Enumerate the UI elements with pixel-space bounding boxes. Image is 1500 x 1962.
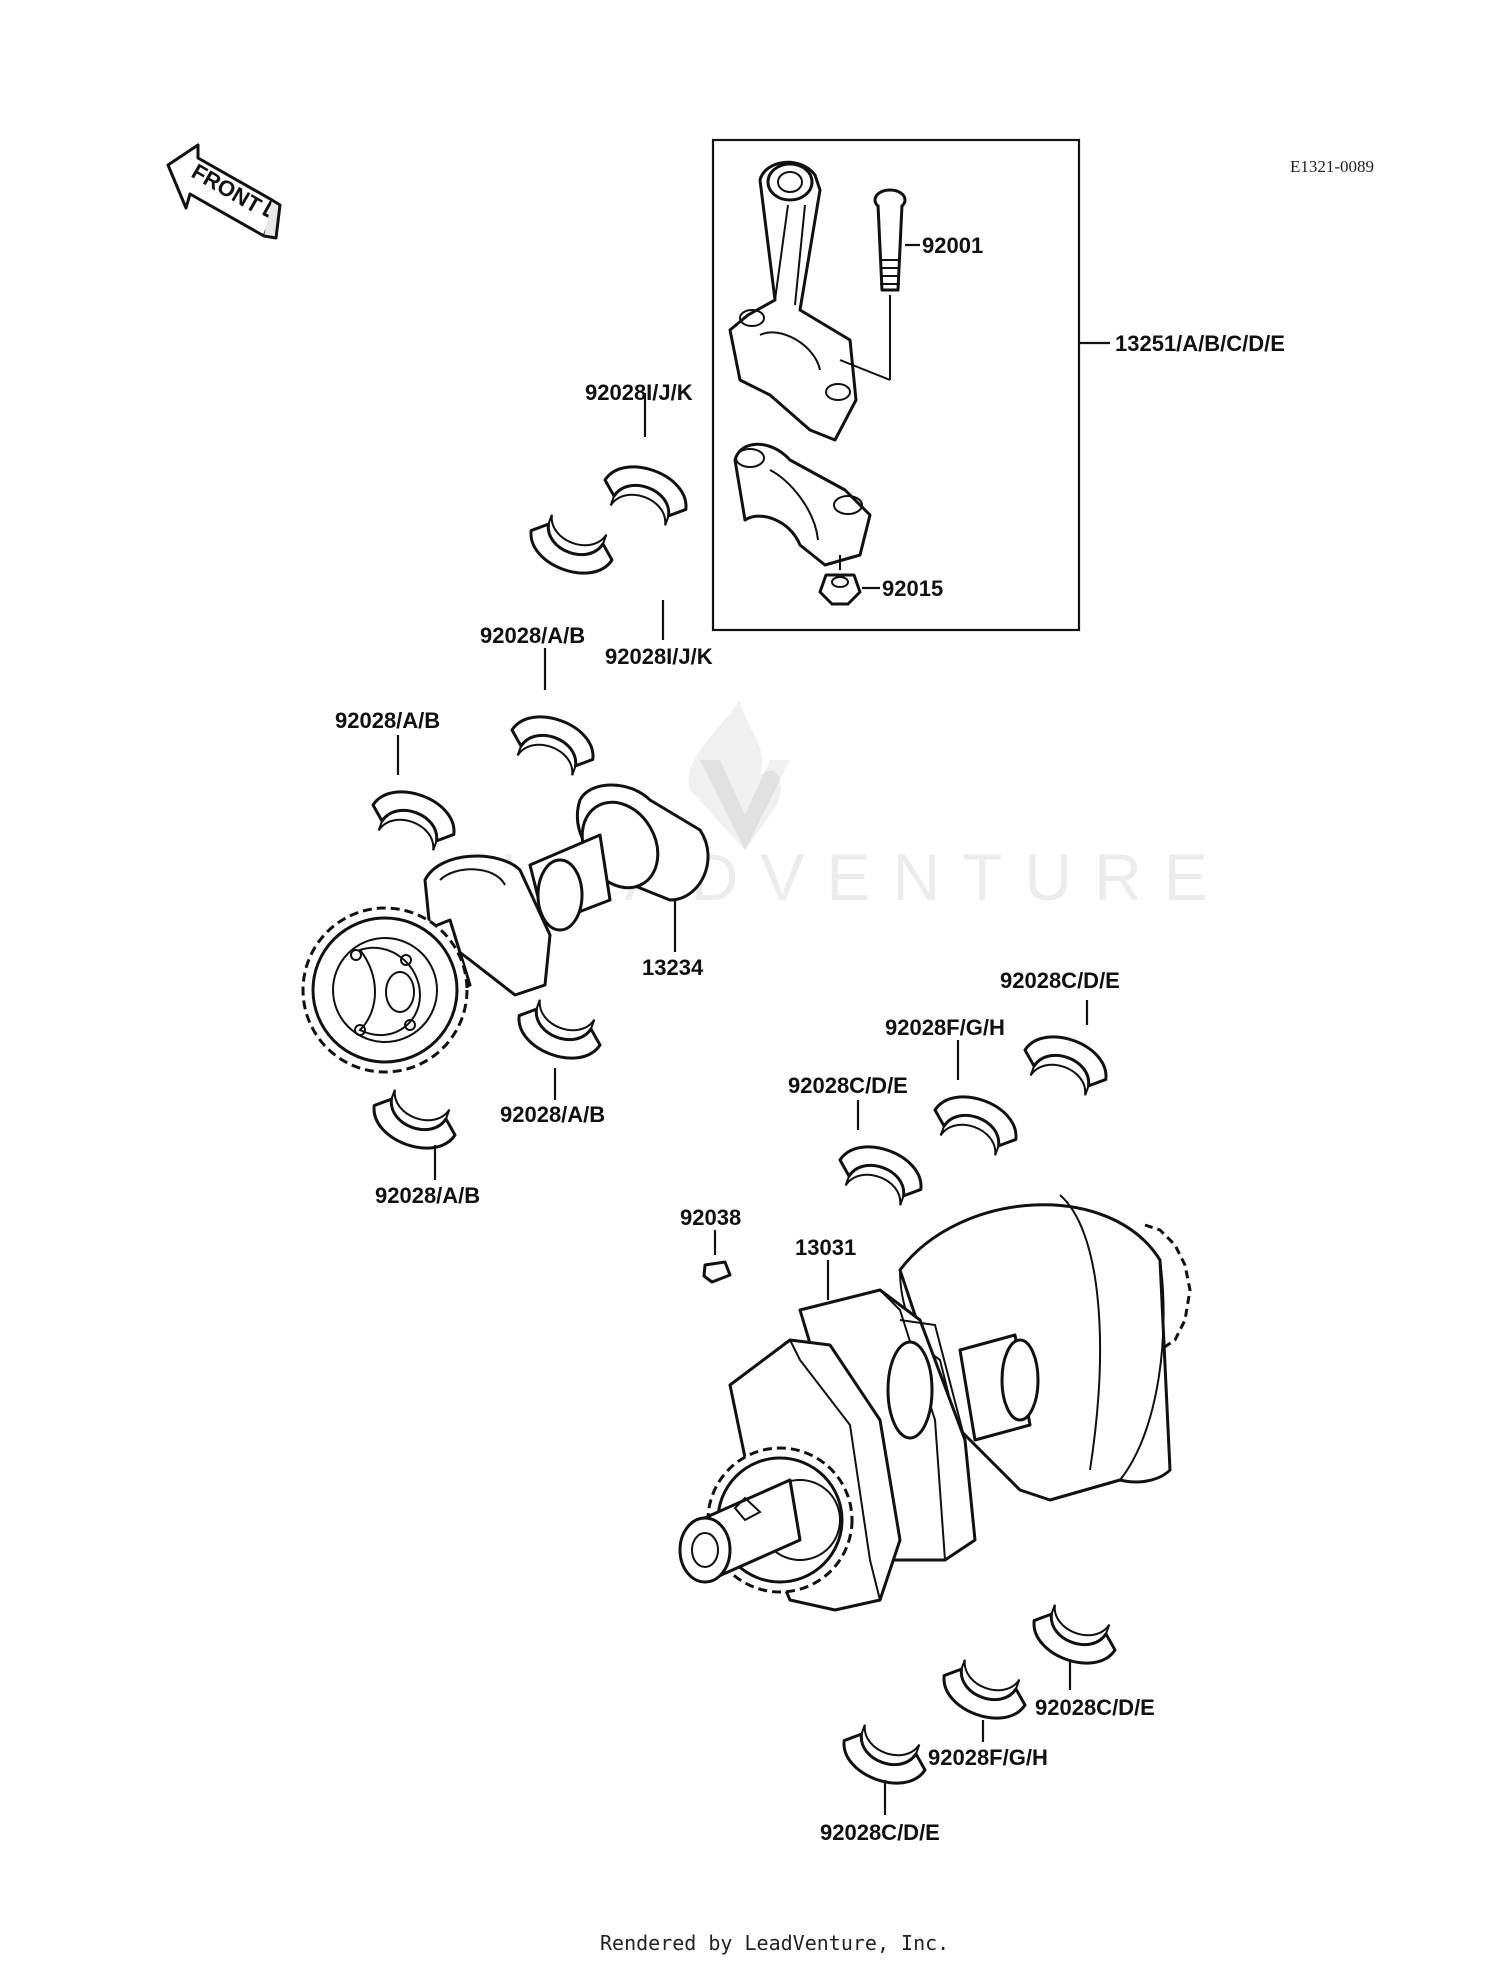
balancer-bearing-3: 92028/A/B — [500, 993, 610, 1127]
rod-bearing-lower: 92028I/J/K — [520, 508, 713, 669]
crankshaft: 13031 — [678, 1194, 1192, 1612]
label-main-bearing-lower-3: 92028C/D/E — [820, 1820, 940, 1845]
label-key: 92038 — [680, 1205, 741, 1230]
label-92001: 92001 — [922, 233, 983, 258]
label-balancer-bearing-3: 92028/A/B — [500, 1102, 605, 1127]
balancer-gear — [301, 906, 469, 1074]
connecting-rod-box: 13251/A/B/C/D/E 92001 — [711, 138, 1285, 632]
label-92015: 92015 — [882, 576, 943, 601]
main-bearing-upper-1: 92028C/D/E — [1000, 968, 1120, 1102]
label-balancer-bearing-2: 92028/A/B — [335, 708, 440, 733]
main-bearing-lower-3: 92028C/D/E — [820, 1718, 940, 1845]
label-balancer-bearing-4: 92028/A/B — [375, 1183, 480, 1208]
connecting-rod — [728, 160, 858, 442]
label-main-bearing-lower-1: 92028C/D/E — [1035, 1695, 1155, 1720]
main-bearing-upper-3: 92028C/D/E — [788, 1073, 932, 1212]
label-main-bearing-upper-2: 92028F/G/H — [885, 1015, 1005, 1040]
balancer-bearing-1: 92028/A/B — [480, 623, 604, 782]
label-main-bearing-upper-1: 92028C/D/E — [1000, 968, 1120, 993]
rod-bolt: 92001 — [839, 188, 983, 381]
label-rod-bearing-top: 92028I/J/K — [585, 380, 693, 405]
box-label: 13251/A/B/C/D/E — [1115, 331, 1285, 356]
crank-key: 92038 — [680, 1205, 741, 1284]
label-balancer-bearing-1: 92028/A/B — [480, 623, 585, 648]
label-crankshaft: 13031 — [795, 1235, 856, 1260]
main-bearing-lower-1: 92028C/D/E — [1023, 1598, 1155, 1720]
balancer-shaft: 13234 — [301, 783, 710, 1074]
rod-nut: 92015 — [818, 555, 943, 606]
label-rod-bearing-bottom: 92028I/J/K — [605, 644, 713, 669]
front-arrow-icon: FRONT — [166, 143, 282, 240]
assembly-frame — [711, 138, 1081, 632]
main-bearing-upper-2: 92028F/G/H — [885, 1015, 1027, 1162]
footer-credit: Rendered by LeadVenture, Inc. — [600, 1931, 949, 1955]
label-main-bearing-upper-3: 92028C/D/E — [788, 1073, 908, 1098]
main-bearing-lower-2: 92028F/G/H — [928, 1653, 1048, 1770]
rod-bearing-upper: 92028I/J/K — [585, 380, 697, 532]
drawing-code: E1321-0089 — [1290, 157, 1374, 176]
balancer-bearing-2: 92028/A/B — [335, 708, 465, 857]
label-main-bearing-lower-2: 92028F/G/H — [928, 1745, 1048, 1770]
balancer-bearing-4: 92028/A/B — [363, 1083, 480, 1208]
label-balancer-shaft: 13234 — [642, 955, 704, 980]
rod-cap — [733, 442, 872, 567]
